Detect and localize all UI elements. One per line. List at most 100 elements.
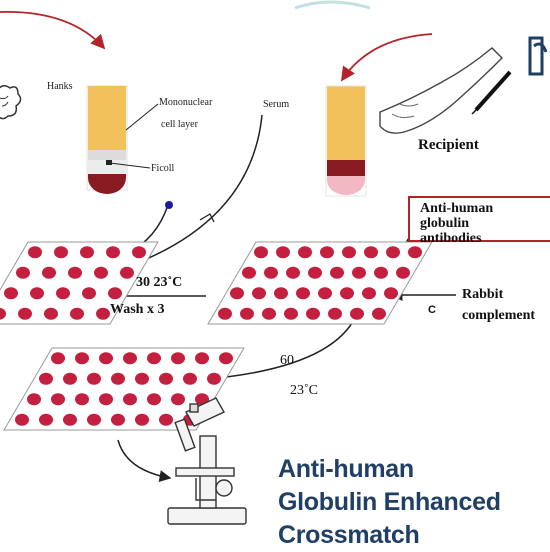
plate-well [4, 287, 18, 300]
plate-well [362, 287, 376, 300]
wash-label: Wash x 3 [110, 302, 165, 317]
plate-well [111, 413, 125, 426]
plate-well [364, 246, 378, 259]
plate-right [207, 241, 433, 325]
mononuclear-label: Mononuclear [159, 97, 213, 108]
plate-well [320, 246, 334, 259]
plate-well [18, 307, 32, 320]
plate-well [171, 393, 185, 406]
plate-well [374, 266, 388, 279]
plate-well [68, 266, 82, 279]
plate-well [342, 246, 356, 259]
plate-well [120, 266, 134, 279]
plate-well [352, 266, 366, 279]
plate-well [195, 352, 209, 365]
plate-well [274, 287, 288, 300]
plate-well [56, 287, 70, 300]
incubation-time-label: 60 [280, 353, 294, 368]
anti-human-antibodies-box: Anti-human globulin antibodies [408, 196, 550, 246]
microscope-icon [167, 397, 247, 525]
plate-well [340, 287, 354, 300]
diagram-title: Anti-human Globulin Enhanced Crossmatch [278, 453, 501, 552]
plate-well [159, 372, 173, 385]
plate-outline [3, 347, 245, 431]
plate-well [298, 246, 312, 259]
plate-well [87, 372, 101, 385]
plate-well [328, 307, 342, 320]
plate-well [372, 307, 386, 320]
plate-well [63, 413, 77, 426]
plate-well [51, 393, 65, 406]
title-line-3: Crossmatch [278, 521, 420, 549]
plate-well [252, 287, 266, 300]
plate-well [27, 393, 41, 406]
hanks-label: Hanks [47, 81, 73, 92]
plate-well [106, 246, 120, 259]
plate-well [284, 307, 298, 320]
plate-well [63, 372, 77, 385]
plate-well [318, 287, 332, 300]
plate-well [132, 246, 146, 259]
plate-left [0, 241, 159, 325]
cell-dot [165, 201, 173, 209]
serum-label: Serum [263, 99, 290, 110]
plate-well [123, 393, 137, 406]
plate-well [42, 266, 56, 279]
donor-arrow [0, 11, 106, 50]
plate-outline [0, 241, 159, 325]
plate-well [147, 393, 161, 406]
rabbit-label: Rabbit [462, 287, 504, 302]
donor-tube [86, 85, 159, 194]
box-line-2: globulin [420, 216, 470, 231]
plate-well [28, 246, 42, 259]
plate-well [262, 307, 276, 320]
c-mark: C [428, 304, 436, 316]
plate-well [159, 413, 173, 426]
plate-well [16, 266, 30, 279]
plate-well [207, 372, 221, 385]
plate-well [242, 266, 256, 279]
box-line-3: antibodies [420, 231, 482, 246]
plate-well [75, 352, 89, 365]
plate-outline [207, 241, 433, 325]
plate-well [330, 266, 344, 279]
plate-well [171, 352, 185, 365]
plate-well [254, 246, 268, 259]
plate-well [39, 372, 53, 385]
box-line-1: Anti-human [420, 201, 494, 216]
plate-well [108, 287, 122, 300]
recipient-label: Recipient [418, 137, 479, 153]
plate-well [96, 307, 110, 320]
brain-icon [0, 85, 22, 120]
plate-well [230, 287, 244, 300]
syringe-icon [471, 36, 548, 115]
plate-well [54, 246, 68, 259]
plate-well [135, 372, 149, 385]
plate-well [308, 266, 322, 279]
plate-well [87, 413, 101, 426]
ficoll-label: Ficoll [151, 163, 175, 174]
plate-well [111, 372, 125, 385]
plate-well [75, 393, 89, 406]
plate-well [99, 352, 113, 365]
plate-well [240, 307, 254, 320]
plate-well [15, 413, 29, 426]
microscope-arrow [117, 439, 172, 483]
plate-well [396, 266, 410, 279]
incubation-label-1: 30 23˚C [136, 275, 183, 290]
decorative-arc [294, 0, 371, 10]
plate-well [44, 307, 58, 320]
plate-well [30, 287, 44, 300]
plate-bottom [3, 347, 245, 431]
plate-well [264, 266, 278, 279]
plate-well [51, 352, 65, 365]
plate-well [135, 413, 149, 426]
arm-icon [379, 47, 503, 134]
plate-well [39, 413, 53, 426]
plate-well [80, 246, 94, 259]
plate-well [296, 287, 310, 300]
plate-well [276, 246, 290, 259]
title-line-1: Anti-human [278, 455, 414, 483]
